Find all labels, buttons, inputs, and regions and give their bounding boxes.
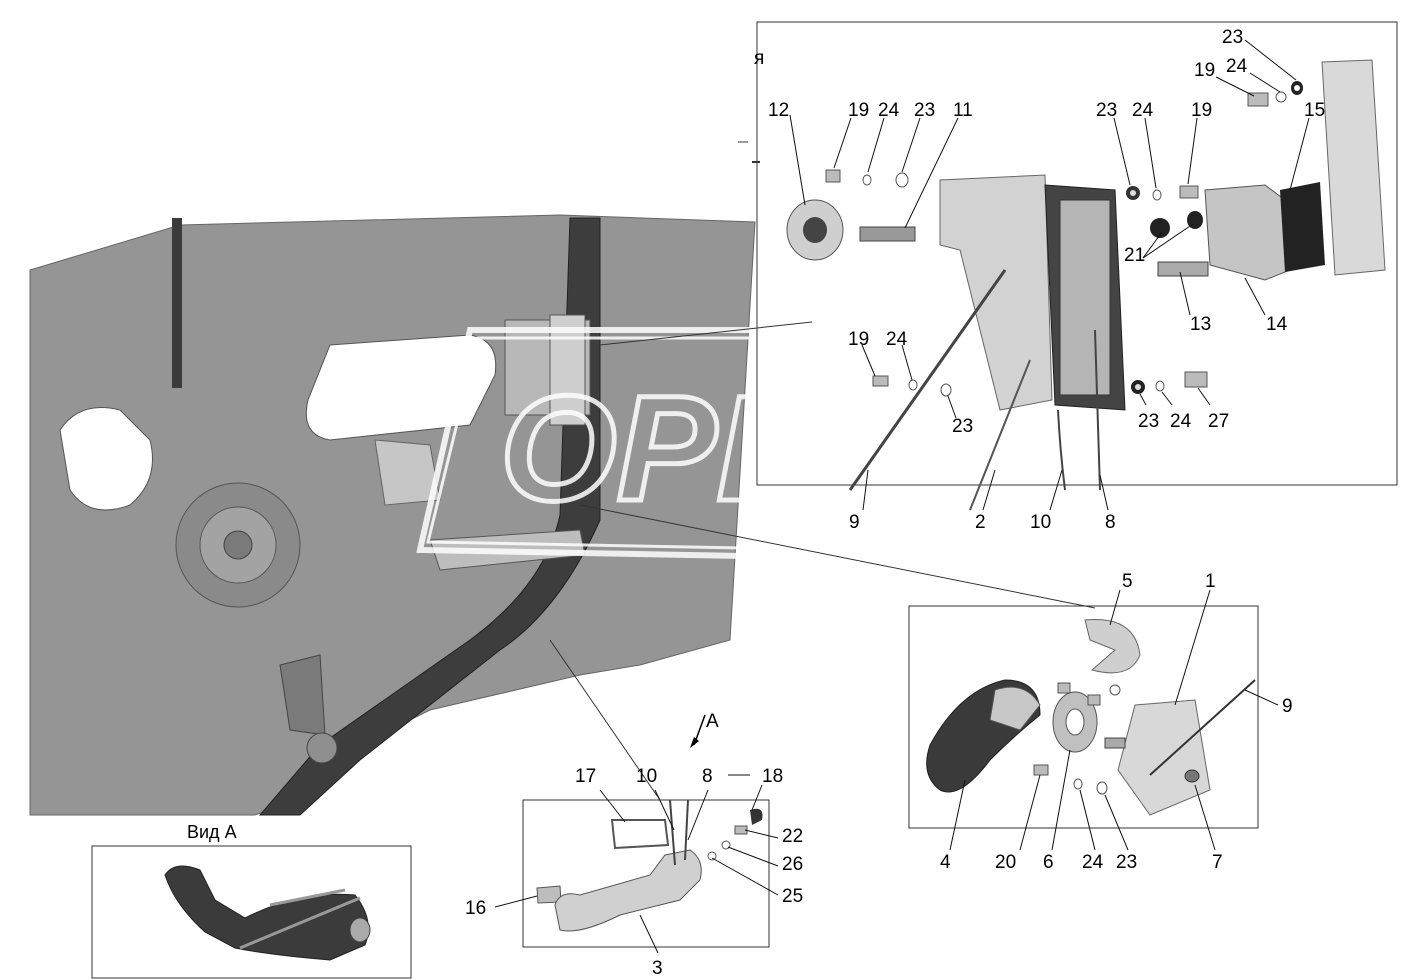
- label-4: 4: [940, 852, 951, 873]
- label-21: 21: [1124, 245, 1145, 266]
- striker-plate: [1321, 59, 1386, 276]
- door-pillar-channel: [258, 217, 601, 816]
- label-12: 12: [768, 100, 789, 121]
- label-19: 19: [1194, 60, 1215, 81]
- label-27: 27: [1208, 411, 1229, 432]
- label-19: 19: [848, 329, 869, 350]
- part-15-shim: [1280, 182, 1325, 272]
- watermark-text: OPEX: [500, 364, 925, 532]
- part-1-plate: [1117, 699, 1211, 816]
- label-9: 9: [1282, 696, 1293, 717]
- label-23: 23: [914, 100, 935, 121]
- label-24: 24: [1226, 56, 1248, 77]
- lock-detail-parts: [786, 59, 1386, 511]
- label-16: 16: [465, 898, 486, 919]
- view-a-parts: [164, 865, 371, 961]
- view-a-handle: [164, 865, 369, 961]
- label-19: 19: [1191, 100, 1212, 121]
- label-13: 13: [1190, 314, 1211, 335]
- label-2: 2: [975, 512, 986, 533]
- label-24: 24: [886, 329, 908, 350]
- label-8: 8: [1105, 512, 1116, 533]
- part-3-handle: [554, 849, 702, 932]
- label-5: 5: [1122, 571, 1133, 592]
- label-19: 19: [848, 100, 869, 121]
- part-2-lock-bracket: [939, 174, 1053, 411]
- label-22: 22: [782, 826, 803, 847]
- label-25: 25: [782, 886, 803, 907]
- stray-mark: я: [754, 48, 764, 69]
- label-23: 23: [1116, 852, 1137, 873]
- part-17-trim: [610, 819, 670, 850]
- label-6: 6: [1043, 852, 1054, 873]
- label-24: 24: [1082, 852, 1104, 873]
- lock-detail-frame: [756, 21, 1398, 486]
- label-8: 8: [702, 766, 713, 787]
- label-1: 1: [1205, 571, 1216, 592]
- view-a-frame: [91, 845, 412, 979]
- label-24: 24: [1132, 100, 1154, 121]
- label-23: 23: [1096, 100, 1117, 121]
- label-7: 7: [1212, 852, 1223, 873]
- label-23: 23: [952, 416, 973, 437]
- access-opening: [59, 407, 153, 511]
- part-18-clip: [750, 808, 763, 825]
- watermark: OPEX: [416, 327, 984, 564]
- label-20: 20: [995, 852, 1016, 873]
- label-10: 10: [1030, 512, 1051, 533]
- label-26: 26: [782, 854, 803, 875]
- label-24: 24: [878, 100, 900, 121]
- handle-mechanism-parts: [926, 618, 1256, 816]
- part-5-cover: [1084, 618, 1141, 674]
- door-handle-frame: [522, 799, 770, 948]
- label-18: 18: [762, 766, 783, 787]
- part-14-striker: [1204, 184, 1291, 281]
- part-labels: 12 19 24 23 11 23 24 19 23 19 24 15 21 1…: [465, 27, 1325, 979]
- door-handle-parts: [536, 799, 763, 932]
- view-arrow-label: А: [706, 711, 719, 732]
- label-23: 23: [1222, 27, 1243, 48]
- label-3: 3: [652, 958, 663, 979]
- label-11: 11: [953, 100, 973, 121]
- label-24: 24: [1170, 411, 1192, 432]
- view-a-title: Вид А: [187, 822, 237, 842]
- door-panel: [29, 214, 756, 816]
- label-14: 14: [1266, 314, 1288, 335]
- label-17: 17: [575, 766, 596, 787]
- handle-mechanism-frame: [908, 605, 1259, 829]
- label-15: 15: [1304, 100, 1325, 121]
- label-23: 23: [1138, 411, 1159, 432]
- label-9: 9: [849, 512, 860, 533]
- label-10: 10: [636, 766, 657, 787]
